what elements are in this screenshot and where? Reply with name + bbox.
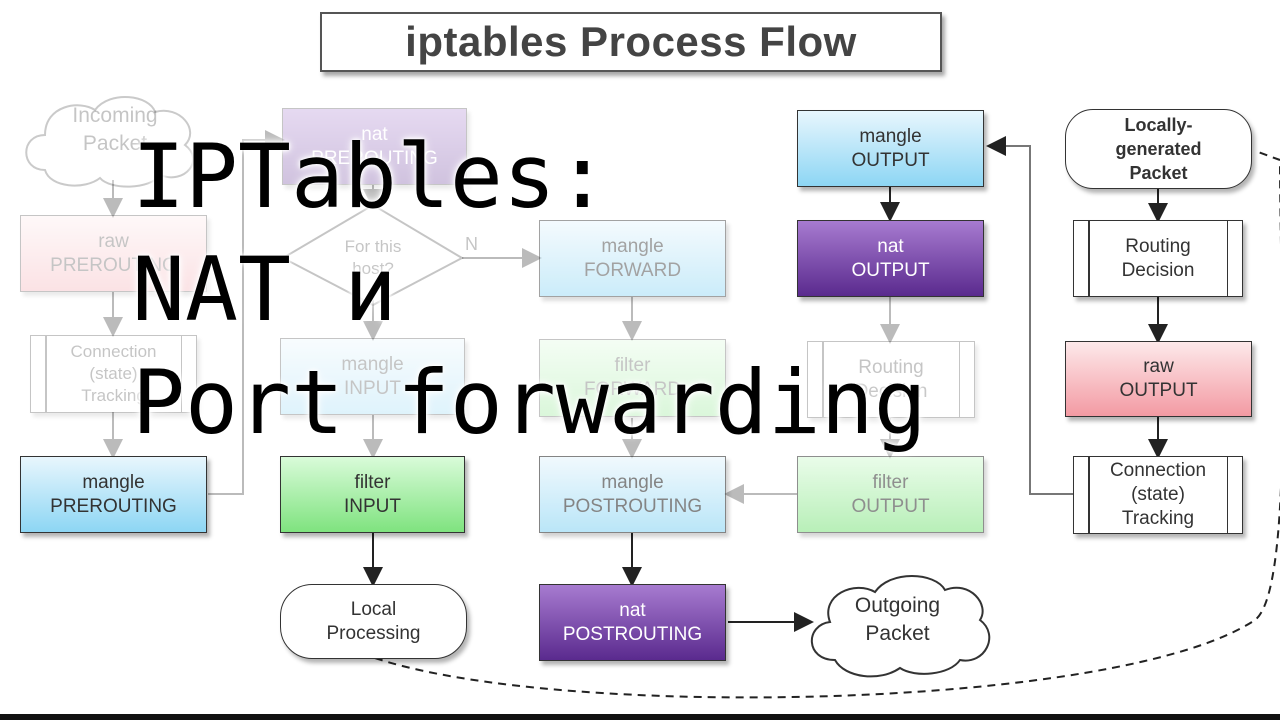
node-line: Decision <box>1121 259 1195 281</box>
mangle-output-node: mangle OUTPUT <box>797 110 984 187</box>
outgoing-packet-line: Packet <box>865 622 930 645</box>
chain-table-label: mangle <box>82 471 145 493</box>
node-line: Locally- <box>1124 115 1193 135</box>
nat-postrouting-node: nat POSTROUTING <box>539 584 726 661</box>
decision-no-label: N <box>465 234 478 254</box>
node-line: (state) <box>89 364 138 383</box>
chain-table-label: mangle <box>601 471 664 493</box>
raw-prerouting-node: raw PREROUTING <box>20 215 207 292</box>
decision-line: host? <box>352 259 394 278</box>
nat-prerouting-node: nat PREROUTING <box>282 108 467 185</box>
bottom-border <box>0 714 1280 720</box>
node-line: Routing <box>1125 235 1191 257</box>
locally-generated-packet-node: Locally- generated Packet <box>1065 109 1252 189</box>
filter-input-node: filter INPUT <box>280 456 465 533</box>
filter-output-node: filter OUTPUT <box>797 456 984 533</box>
node-line: Routing <box>858 356 924 378</box>
chain-name-label: FORWARD <box>583 379 682 400</box>
node-line: Local <box>350 598 397 620</box>
chain-table-label: filter <box>614 355 651 376</box>
connector <box>208 130 285 495</box>
chain-table-label: mangle <box>341 353 404 375</box>
chain-table-label: raw <box>1143 356 1174 377</box>
raw-output-node: raw OUTPUT <box>1065 341 1252 417</box>
chain-table-label: nat <box>619 599 646 621</box>
overlay-line-3: Port forwarding <box>132 351 927 454</box>
loopback-dashed-path <box>374 151 1280 699</box>
for-this-host-label: For this host? <box>313 236 433 280</box>
incoming-packet-line: Incoming <box>72 104 158 127</box>
connector <box>986 136 1073 495</box>
video-title-overlay: IPTables: NAT и Port forwarding <box>132 120 927 459</box>
node-line: Decision <box>854 380 928 402</box>
chain-table-label: filter <box>872 471 909 493</box>
node-line: Tracking <box>1121 508 1195 529</box>
mangle-forward-node: mangle FORWARD <box>539 220 726 297</box>
chain-name-label: FORWARD <box>583 259 682 281</box>
chain-name-label: POSTROUTING <box>562 623 703 645</box>
mangle-postrouting-node: mangle POSTROUTING <box>539 456 726 533</box>
incoming-packet-label: Incoming Packet <box>55 102 175 158</box>
chain-table-label: nat <box>361 123 388 145</box>
overlay-line-2: NAT и <box>132 238 397 341</box>
node-line: Processing <box>326 622 421 644</box>
node-line: Tracking <box>81 386 146 405</box>
chain-name-label: OUTPUT <box>851 149 930 171</box>
overlay-line-1: IPTables: <box>132 125 609 228</box>
nat-output-node: nat OUTPUT <box>797 220 984 297</box>
chain-table-label: mangle <box>601 235 664 257</box>
diagram-title: iptables Process Flow <box>320 12 942 72</box>
chain-name-label: PREROUTING <box>50 254 177 276</box>
connection-tracking-left-node: Connection (state) Tracking <box>30 335 197 413</box>
node-line: Packet <box>1129 163 1188 183</box>
chain-table-label: filter <box>354 471 391 493</box>
chain-table-label: raw <box>98 230 129 252</box>
chain-name-label: PREROUTING <box>50 495 177 517</box>
for-this-host-decision <box>280 203 465 307</box>
outgoing-packet-cloud <box>810 575 991 678</box>
chain-table-label: nat <box>877 235 904 257</box>
chain-name-label: OUTPUT <box>851 495 930 517</box>
mangle-input-node: mangle INPUT <box>280 338 465 415</box>
incoming-packet-line: Packet <box>82 132 148 155</box>
chain-name-label: POSTROUTING <box>562 495 703 517</box>
filter-forward-node: filter FORWARD <box>539 339 726 417</box>
local-processing-node: Local Processing <box>280 584 467 659</box>
routing-decision-right-node: Routing Decision <box>1073 220 1243 297</box>
incoming-packet-cloud <box>25 96 195 188</box>
outgoing-packet-label: Outgoing Packet <box>835 592 960 648</box>
chain-name-label: INPUT <box>344 495 401 517</box>
node-line: generated <box>1115 139 1202 159</box>
outgoing-packet-line: Outgoing <box>854 594 941 617</box>
node-line: Connection <box>1109 460 1207 481</box>
connection-tracking-right-node: Connection (state) Tracking <box>1073 456 1243 534</box>
chain-name-label: OUTPUT <box>1119 380 1198 401</box>
chain-name-label: OUTPUT <box>851 259 930 281</box>
node-line: (state) <box>1131 484 1185 505</box>
decision-line: For this <box>344 237 402 256</box>
node-line: Connection <box>70 342 157 361</box>
mangle-prerouting-node: mangle PREROUTING <box>20 456 207 533</box>
chain-table-label: mangle <box>859 125 922 147</box>
chain-name-label: INPUT <box>344 377 401 399</box>
routing-decision-mid-node: Routing Decision <box>807 341 975 418</box>
chain-name-label: PREROUTING <box>311 147 438 169</box>
